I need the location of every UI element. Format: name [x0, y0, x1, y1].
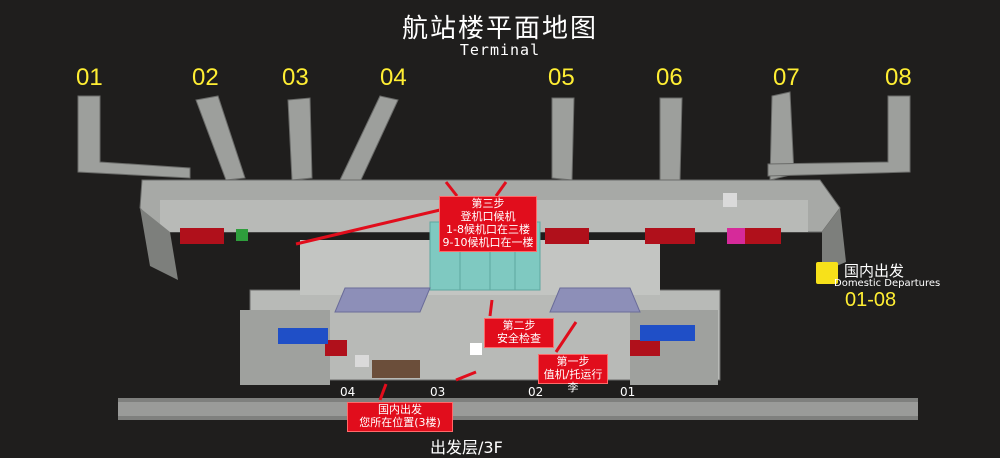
gate-label: 04 [380, 64, 407, 91]
security-area-left [334, 287, 431, 313]
elevator-icon [723, 193, 737, 207]
gate-label: 06 [656, 64, 683, 91]
door-label: 03 [430, 385, 446, 399]
gate-label: 01 [76, 64, 103, 91]
gate-label: 05 [548, 64, 575, 91]
page-title: 航站楼平面地图 [401, 14, 598, 44]
escalator-icon [355, 355, 369, 367]
restroom-icon [727, 228, 745, 244]
step3-box: 第三步 登机口候机 1-8候机口在三楼 9-10候机口在一楼 [439, 196, 537, 252]
first-aid-icon [236, 229, 248, 241]
gate-label: 07 [773, 64, 800, 91]
door-label: 02 [528, 385, 544, 399]
legend-gates: 01-08 [845, 289, 897, 311]
door-label: 01 [620, 385, 636, 399]
plane-icon [816, 262, 838, 284]
page-subtitle: Terminal [459, 41, 541, 59]
route-arrows [295, 181, 578, 401]
info-icon [470, 343, 482, 355]
piers [77, 91, 911, 183]
door-label: 04 [340, 385, 356, 399]
step2-box: 第二步 安全检查 [484, 318, 554, 348]
floor-label: 出发层/3F [430, 438, 503, 457]
legend-subtitle: Domestic Departures [834, 278, 941, 289]
step1-box: 第一步 值机/托运行李 [538, 354, 608, 394]
restroom-icon [278, 328, 328, 344]
gate-label: 08 [885, 64, 912, 91]
legend-title: 国内出发 [844, 262, 905, 280]
gate-label: 02 [192, 64, 219, 91]
you-are-here-box: 国内出发 您所在位置(3楼) [347, 402, 453, 432]
restroom-icon [640, 325, 695, 341]
security-area-right [549, 287, 641, 313]
shops [180, 228, 781, 356]
gate-label: 03 [282, 64, 309, 91]
